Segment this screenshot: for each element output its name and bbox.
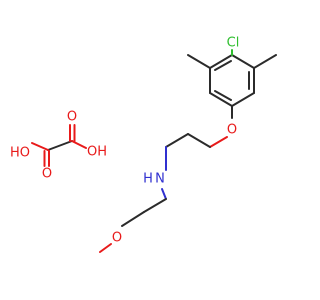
ring-bond-4 xyxy=(209,92,233,107)
amine-hydrogen-label: H xyxy=(143,172,153,187)
ring-bond-6 xyxy=(209,54,233,69)
bond-ch2-o xyxy=(121,211,145,227)
aryl-amine: Cl O N H O xyxy=(99,36,277,253)
bond-ch2-ch2 xyxy=(187,133,211,148)
ether-oxygen-label: O xyxy=(227,123,237,138)
methoxy-oxygen-label: O xyxy=(112,231,122,246)
structure-diagram: O HO O OH Cl O xyxy=(10,36,277,253)
bond-c1-c2 xyxy=(47,140,73,151)
bond-ch2-ch2-b xyxy=(143,198,167,213)
bond-ch2-n xyxy=(165,133,189,148)
ring-double-2 xyxy=(214,90,232,101)
bond-o-ch3 xyxy=(99,243,112,253)
amine-nitrogen-label: N xyxy=(155,172,165,187)
acid-oxygen-bottom: O xyxy=(42,167,52,182)
bond-methyl-right xyxy=(253,54,277,69)
structure-canvas: O HO O OH Cl O xyxy=(9,35,277,253)
ring-bond-3 xyxy=(231,92,255,107)
bond-c2-oh xyxy=(71,140,87,149)
bond-methyl-left xyxy=(187,54,211,69)
bond-n-ch2 xyxy=(161,188,167,200)
chlorine-label: Cl xyxy=(227,36,240,51)
bond-c1-oh xyxy=(31,142,49,151)
oxalic-acid: O HO O OH xyxy=(10,110,107,182)
acid-oxygen-top: O xyxy=(67,110,77,125)
bond-o-ch2 xyxy=(209,136,228,148)
ring-double-3 xyxy=(214,60,232,71)
acid-hydroxyl-left: HO xyxy=(10,146,30,161)
acid-hydroxyl-right: OH xyxy=(87,145,107,160)
ring-bond-1 xyxy=(231,54,255,69)
